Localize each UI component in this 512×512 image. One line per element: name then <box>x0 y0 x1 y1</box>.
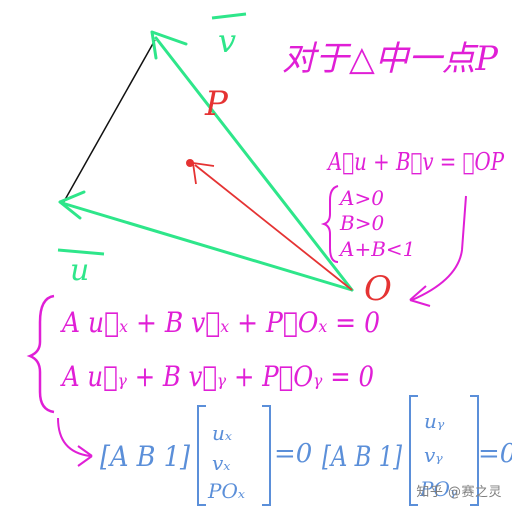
zero-2: =0 <box>478 439 512 469</box>
conditions-brace <box>320 185 339 263</box>
col-2-entry-2: vᵧ <box>424 443 443 467</box>
col-2-bracket-right <box>470 395 479 506</box>
vector-v-line <box>154 36 354 292</box>
connector-arrow <box>411 195 467 301</box>
connector-arrowhead <box>409 285 431 307</box>
col-2-entry-1: uᵧ <box>424 409 445 433</box>
triangle-side <box>61 39 156 206</box>
equation-y: A u⃗ᵧ + B v⃗ᵧ + P⃗Oᵧ = 0 <box>59 360 374 393</box>
condition-1: A>0 <box>338 186 384 210</box>
col-1-entry-3: POₓ <box>207 479 245 503</box>
matrix-arrowhead <box>77 445 93 467</box>
vector-u-line <box>60 201 354 292</box>
col-1-bracket-right <box>262 405 271 506</box>
watermark: 知乎 @赛之灵 <box>416 485 502 500</box>
vector-op-arrowhead <box>192 162 215 185</box>
point-p-label: P <box>204 84 229 124</box>
origin-label: O <box>364 269 392 309</box>
note-title: 对于△中一点P <box>282 39 499 79</box>
vector-v-arrowhead <box>150 30 188 60</box>
vector-v-label-bar <box>211 12 247 20</box>
col-1-bracket-left <box>197 405 206 506</box>
col-1-entry-2: vₓ <box>212 451 230 475</box>
col-1-entry-1: uₓ <box>212 421 232 445</box>
vector-u-label: u <box>70 253 89 288</box>
point-p-dot <box>186 159 194 167</box>
zero-1: =0 <box>274 439 312 469</box>
equation-x: A u⃗ₓ + B v⃗ₓ + P⃗Oₓ = 0 <box>59 306 380 339</box>
matrix-arrow <box>57 417 91 457</box>
vector-u-arrowhead <box>58 190 86 220</box>
col-2-entry-3: POᵧ <box>419 477 458 501</box>
system-brace <box>26 294 55 414</box>
vector-u-label-bar <box>57 248 105 256</box>
condition-3: A+B<1 <box>338 237 415 261</box>
col-2-bracket-left <box>409 395 418 506</box>
vector-op-line <box>194 164 353 291</box>
row-vector-2: [A B 1] <box>322 440 402 473</box>
row-vector-1: [A B 1] <box>100 440 190 473</box>
condition-2: B>0 <box>339 211 384 235</box>
vector-equation: A⃗u + B⃗v = ⃗OP <box>326 148 504 176</box>
vector-v-label: v <box>218 22 236 60</box>
